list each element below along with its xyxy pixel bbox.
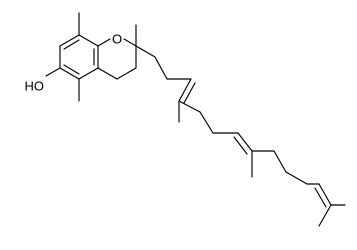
- methyl-bond: [318, 204, 332, 227]
- pyran-ring: [97, 38, 137, 80]
- bond: [78, 67, 99, 80]
- double-bond-inner: [63, 64, 80, 75]
- double-bond-second-line: [183, 82, 196, 104]
- bond: [123, 38, 137, 47]
- double-bond: [237, 132, 253, 152]
- double-bond-second-line: [314, 187, 327, 208]
- double-bond: [178, 78, 192, 102]
- bond: [97, 38, 111, 47]
- ring-oxygen-label: O: [112, 32, 122, 47]
- chain-bond: [273, 150, 287, 173]
- bond: [116, 67, 137, 80]
- hydroxyl-label: HO: [25, 79, 45, 94]
- hydroxyl-bond: [45, 67, 61, 77]
- double-bond-second-line: [233, 136, 248, 155]
- bond: [78, 34, 99, 47]
- bond: [59, 34, 80, 47]
- chain-bond: [178, 100, 201, 113]
- chain-bond: [199, 111, 214, 134]
- chain-bond: [135, 45, 156, 58]
- aromatic-ring: [59, 34, 99, 80]
- bond: [59, 67, 80, 80]
- chain-bond: [285, 171, 308, 185]
- side-chain: [154, 56, 346, 227]
- bond: [97, 67, 118, 80]
- double-bond-inner: [63, 39, 80, 50]
- double-bond: [318, 183, 332, 206]
- chain-bond: [154, 56, 168, 80]
